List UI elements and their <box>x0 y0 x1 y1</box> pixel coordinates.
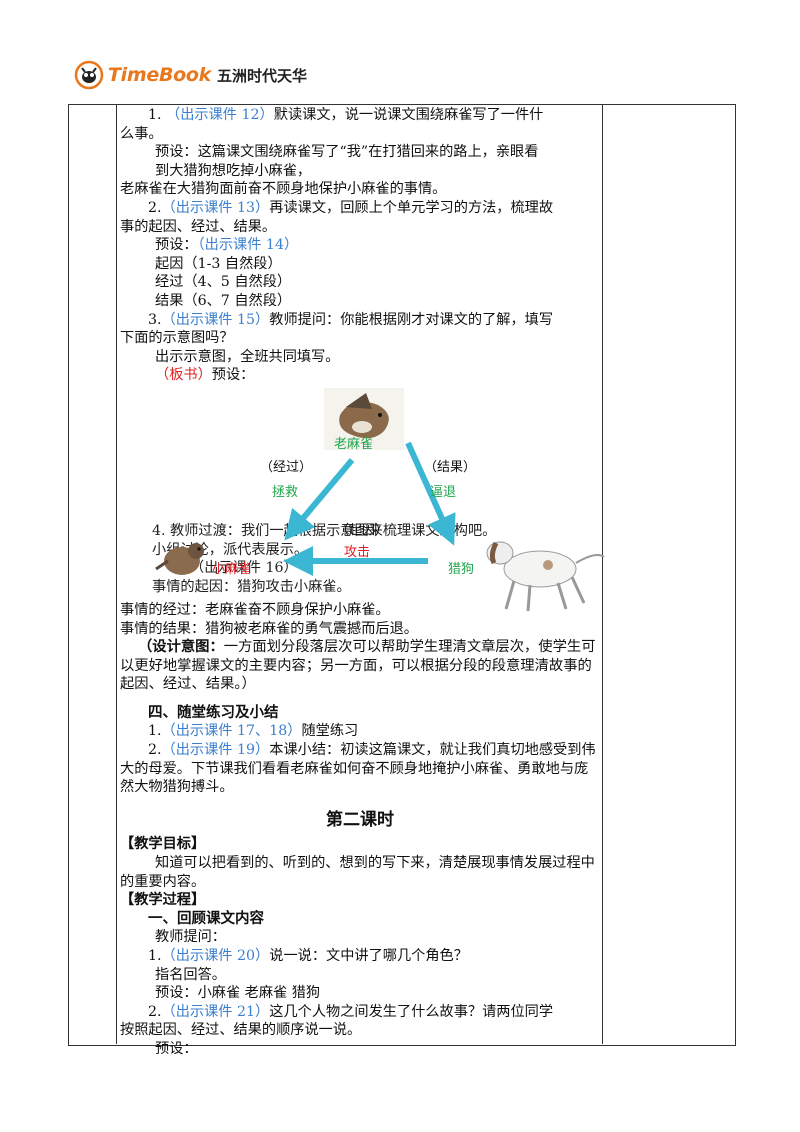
paragraph: 预设：（出示课件 14） <box>155 237 299 254</box>
paragraph: 2.（出示课件 13）再读课文，回顾上个单元学习的方法，梳理故 <box>148 199 554 216</box>
paragraph: 预设： <box>155 1040 198 1057</box>
paragraph: 事的起因、经过、结果。 <box>120 218 277 235</box>
table-frame <box>68 104 736 1046</box>
design-intent: （设计意图：一方面划分段落层次可以帮助学生理清文章层次，使学生可以更好地掌握课文… <box>120 639 596 693</box>
paragraph: 事情的经过：老麻雀奋不顾身保护小麻雀。 <box>120 601 390 618</box>
paragraph: 经过（4、5 自然段） <box>155 274 292 291</box>
paragraph: 1.（出示课件 17、18）随堂练习 <box>148 723 359 740</box>
paragraph: 知道可以把看到的、听到的、想到的写下来，清楚展现事情发展过程中的重要内容。 <box>120 855 595 890</box>
verb-rescue: 拯救 <box>272 484 299 500</box>
paragraph: 老麻雀在大猎狗面前奋不顾身地保护小麻雀的事情。 <box>120 181 447 198</box>
logo-brand-text: TimeBook <box>108 64 211 86</box>
paragraph: 事情的起因：猎狗攻击小麻雀。 <box>152 578 351 595</box>
arrow-process <box>284 457 355 541</box>
goal-heading: 【教学目标】 <box>120 836 206 853</box>
old-sparrow-image <box>324 387 404 450</box>
paragraph: 1.（出示课件 20）说一说：文中讲了哪几个角色？ <box>148 948 468 964</box>
paragraph: 么事。 <box>120 125 163 142</box>
paragraph: 下面的示意图吗？ <box>120 330 234 347</box>
paragraph: 4. 教师过渡：我们一起根据示意图来梳理课文结构吧。 <box>152 522 497 539</box>
paragraph: （板书）预设： <box>155 367 255 384</box>
story-diagram: 4. 教师过渡：我们一起根据示意图来梳理课文结构吧。 小组讨论，派代表展示。 （… <box>120 385 605 653</box>
paragraph: 结果（6、7 自然段） <box>155 292 292 309</box>
node-old-sparrow: 老麻雀 <box>334 436 374 452</box>
paragraph: 预设：这篇课文围绕麻雀写了“我”在打猎回来的路上，亲眼看 <box>155 144 539 161</box>
node-hunting-dog: 猎狗 <box>448 561 475 577</box>
hunting-dog-image <box>486 541 605 612</box>
verb-repel: 逼退 <box>430 484 457 500</box>
node-young-sparrow: 小麻雀 <box>212 561 252 577</box>
arrow-result <box>405 441 456 546</box>
table-column-divider <box>116 104 117 1044</box>
verb-attack: 攻击 <box>344 544 371 560</box>
paragraph: 3.（出示课件 15）教师提问：你能根据刚才对课文的了解，填写 <box>148 311 554 328</box>
label-process: （经过） <box>260 459 313 475</box>
label-result: （结果） <box>424 459 477 475</box>
paragraph: 2.（出示课件 19）本课小结：初读这篇课文，就让我们真切地感受到伟大的母爱。下… <box>120 742 596 796</box>
paragraph: 到大猎狗想吃掉小麻雀， <box>155 162 312 179</box>
label-cause: （起因） <box>336 522 389 538</box>
paragraph: 按照起因、经过、结果的顺序说一说。 <box>120 1022 362 1039</box>
process-heading: 【教学过程】 <box>120 892 206 909</box>
paragraph: 出示示意图，全班共同填写。 <box>155 348 340 365</box>
paragraph: （出示课件 16） <box>190 559 298 576</box>
paragraph: 预设：小麻雀 老麻雀 猎狗 <box>155 985 321 1002</box>
logo-publisher-text: 五洲时代天华 <box>216 66 307 85</box>
section-heading: 一、回顾课文内容 <box>148 910 264 927</box>
paragraph: 2.（出示课件 21）这几个人物之间发生了什么故事？请两位同学 <box>148 1003 554 1020</box>
table-column-divider <box>602 104 603 1044</box>
paragraph: 指名回答。 <box>155 966 226 983</box>
paragraph: 起因（1-3 自然段） <box>155 255 282 272</box>
paragraph: 教师提问： <box>155 929 226 946</box>
lesson-title: 第二课时 <box>326 809 394 830</box>
timebook-logo: TimeBook 五洲时代天华 <box>74 58 307 92</box>
cow-mascot-icon <box>74 60 104 90</box>
lesson-content: 1. （出示课件 12）默读课文，说一说课文围绕麻雀写了一件什 么事。 预设：这… <box>120 106 605 1059</box>
young-sparrow-image <box>155 542 204 575</box>
section-heading: 四、随堂练习及小结 <box>148 704 279 721</box>
diagram-graphics <box>155 387 605 612</box>
paragraph: 事情的结果：猎狗被老麻雀的勇气震撼而后退。 <box>120 620 418 637</box>
paragraph: 1. （出示课件 12）默读课文，说一说课文围绕麻雀写了一件什 <box>148 107 544 123</box>
